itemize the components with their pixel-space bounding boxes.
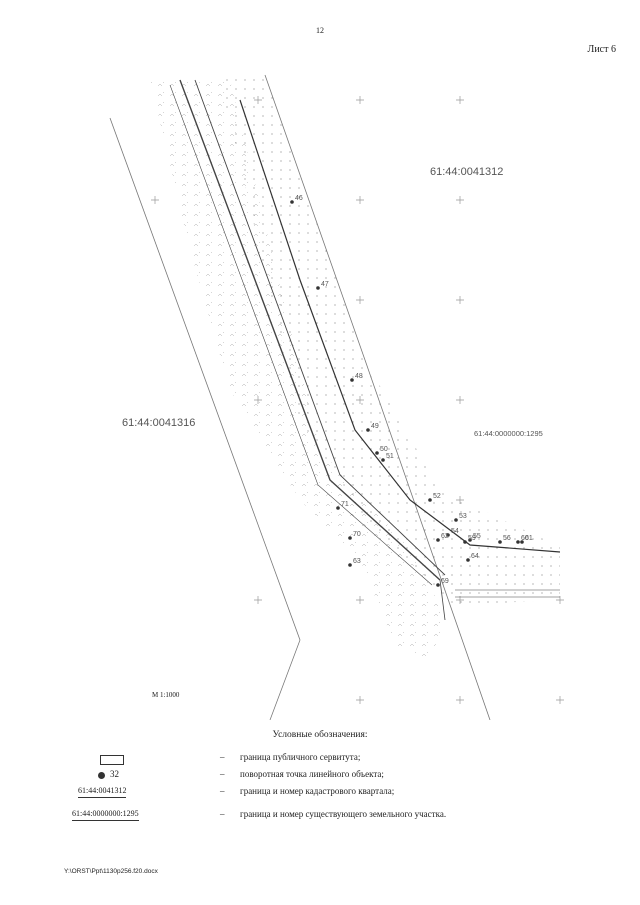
turning-point-marker — [348, 563, 352, 567]
turning-point-label: 62 — [441, 533, 449, 540]
turning-point-label: 63 — [353, 558, 361, 565]
turning-point-label: 71 — [341, 501, 349, 508]
legend-text: поворотная точка линейного объекта; — [240, 769, 384, 779]
legend-dash: – — [220, 809, 225, 819]
quarter-symbol-label: 61:44:0041312 — [78, 786, 127, 798]
turning-point-marker — [336, 506, 340, 510]
grid-cross — [356, 96, 364, 104]
turning-point-label: 53 — [459, 513, 467, 520]
legend-dash: – — [220, 769, 225, 779]
file-path-footer: Y:\ORST\Ppt\1130p256.f20.docx — [64, 868, 158, 875]
road-lines — [169, 79, 560, 621]
turning-point-marker — [290, 200, 294, 204]
grid-cross — [456, 296, 464, 304]
turning-point-label: 51 — [386, 453, 394, 460]
grid-cross — [151, 196, 159, 204]
grid-cross — [356, 196, 364, 204]
quarter-label-2: 61:44:0041316 — [122, 417, 195, 429]
quarter-boundary-left — [109, 117, 301, 641]
turning-point-marker — [428, 498, 432, 502]
legend-item-parcel: 61:44:0000000:1295 – граница и номер сущ… — [60, 809, 620, 825]
turning-point-label: 54 — [451, 528, 459, 535]
turning-point-marker — [350, 378, 354, 382]
turning-point-marker — [454, 518, 458, 522]
turning-point-marker — [436, 583, 440, 587]
point-dot-icon — [98, 772, 105, 779]
turning-point-marker — [463, 540, 467, 544]
turning-point-label: 60 — [521, 535, 529, 542]
turning-point-label: 64 — [471, 553, 479, 560]
legend-text: граница и номер кадастрового квартала; — [240, 786, 395, 796]
grid-cross — [356, 296, 364, 304]
turning-point-marker — [436, 538, 440, 542]
parcel-symbol: 61:44:0000000:1295 — [68, 809, 158, 825]
quarter-boundary-right-2 — [364, 359, 491, 720]
turning-point-label: 55 — [473, 533, 481, 540]
legend-item-servitude: – граница публичного сервитута; — [60, 752, 620, 768]
turning-point-marker — [446, 533, 450, 537]
turning-point-marker — [516, 540, 520, 544]
turning-point-marker — [375, 451, 379, 455]
quarter-label-1: 61:44:0041312 — [430, 166, 503, 178]
grid-cross — [556, 696, 564, 704]
turning-point-marker — [366, 428, 370, 432]
servitude-zone-dots — [220, 75, 560, 605]
point-symbol: 32 — [68, 769, 158, 785]
quarter-symbol: 61:44:0041312 — [68, 786, 158, 802]
turning-points — [290, 200, 524, 587]
quarter-boundary-right — [264, 74, 366, 361]
turning-point-marker — [381, 458, 385, 462]
legend-item-point: 32 – поворотная точка линейного объекта; — [60, 769, 620, 785]
turning-point-marker — [498, 540, 502, 544]
turning-point-marker — [468, 538, 472, 542]
parcel-label: 61:44:0000000:1295 — [474, 429, 543, 438]
turning-point-label: 61 — [525, 535, 533, 542]
turning-point-label: 49 — [371, 423, 379, 430]
legend-item-quarter: 61:44:0041312 – граница и номер кадастро… — [60, 786, 620, 802]
turning-point-label: 59 — [468, 535, 476, 542]
servitude-symbol — [68, 752, 158, 768]
turning-point-label: 69 — [441, 578, 449, 585]
quarter-boundary-left-lower — [269, 639, 301, 720]
turning-point-label: 47 — [321, 281, 329, 288]
sheet-label: Лист 6 — [587, 44, 616, 55]
grid-cross — [456, 396, 464, 404]
turning-point-label: 52 — [433, 493, 441, 500]
turning-point-label: 56 — [503, 535, 511, 542]
page-number: 12 — [316, 26, 324, 35]
legend-dash: – — [220, 752, 225, 762]
turning-point-marker — [316, 286, 320, 290]
grid-cross — [456, 96, 464, 104]
servitude-boundary — [239, 99, 561, 553]
turning-point-label: 46 — [295, 195, 303, 202]
turning-point-marker — [348, 536, 352, 540]
turning-point-label: 70 — [353, 531, 361, 538]
turning-point-marker — [466, 558, 470, 562]
terrain-detail — [150, 80, 445, 660]
grid-cross — [356, 596, 364, 604]
grid-cross — [356, 696, 364, 704]
grid-cross — [456, 196, 464, 204]
turning-point-label: 50 — [380, 446, 388, 453]
legend-title: Условные обозначения: — [272, 730, 368, 740]
parcel-symbol-label: 61:44:0000000:1295 — [72, 809, 139, 821]
turning-point-marker — [520, 540, 524, 544]
legend-text: граница публичного сервитута; — [240, 752, 361, 762]
turning-point-label: 48 — [355, 373, 363, 380]
point-symbol-label: 32 — [110, 769, 119, 779]
legend-text: граница и номер существующего земельного… — [240, 809, 447, 819]
legend-dash: – — [220, 786, 225, 796]
grid-cross — [456, 696, 464, 704]
map-scale: М 1:1000 — [152, 691, 180, 699]
grid-cross — [254, 596, 262, 604]
